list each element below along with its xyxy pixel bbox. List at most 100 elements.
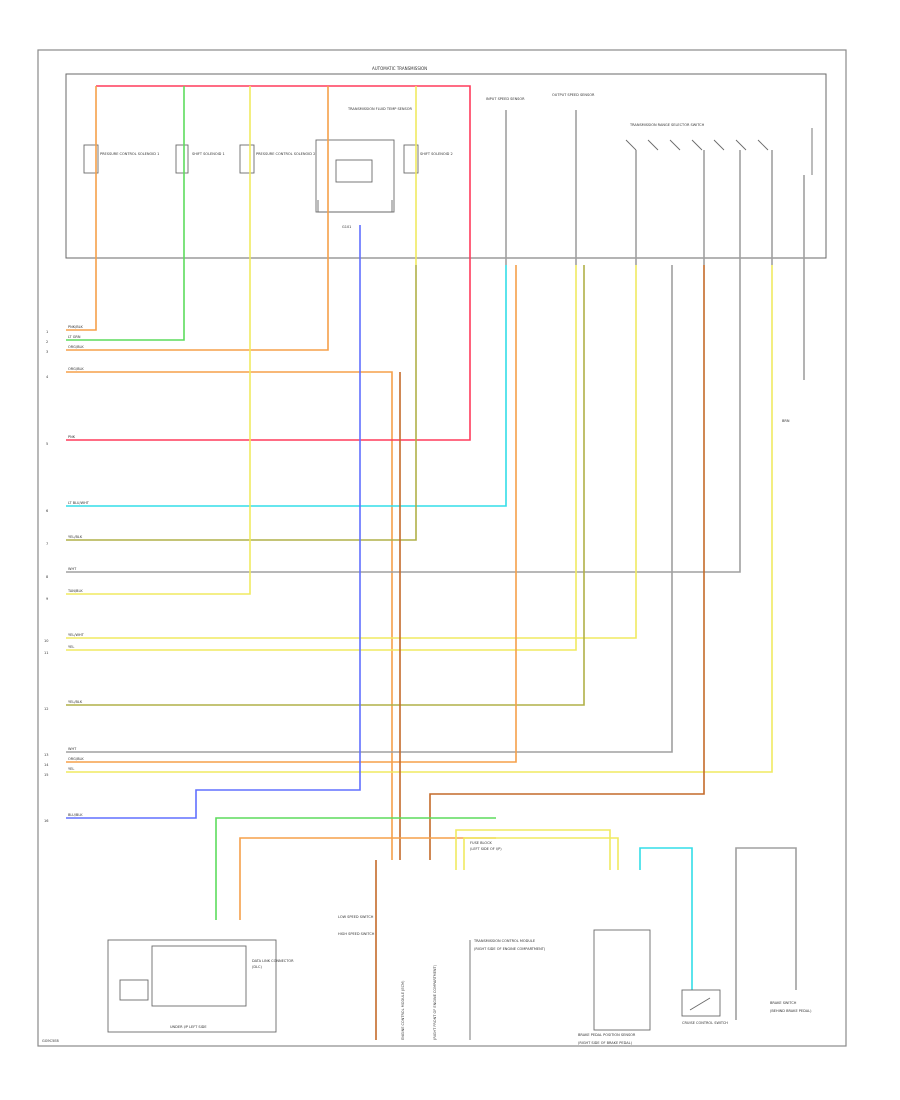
pin-8: 8 [46,575,48,579]
wire-org-bus [239,837,496,920]
ls-label: LOW SPEED SWITCH [338,915,374,919]
pin-13: 13 [44,753,48,757]
left-wire-labels: PNK/BLK LT GRN ORG/BLK ORG/BLK PNK LT BL… [67,325,90,817]
tft-element [335,159,373,183]
harness-wires [66,265,805,1040]
bpp-loc: (RIGHT SIDE OF BRAKE PEDAL) [578,1041,633,1045]
wire-ltblu-bus [639,847,693,990]
ss1-label: SHIFT SOLENOID 1 [192,152,225,156]
wire-brn-main [429,265,705,860]
pin-15: 15 [44,773,48,777]
page-border [37,49,847,1047]
pin-12: 12 [44,707,48,711]
lbl-orgblk2: ORG/BLK [68,367,84,371]
brake-title: BRAKE SWITCH [770,1001,797,1005]
lbl-tanblk: TAN/BLK [67,589,83,593]
wire-yel-out [66,265,577,651]
lbl-yelwht: YEL/WHT [68,633,85,637]
lbl-ltbluwht: LT BLU/WHT [68,501,90,505]
bottom-components: DATA LINK CONNECTOR (DLC) UNDER I/P LEFT… [107,419,812,1045]
range-label: TRANSMISSION RANGE SELECTOR SWITCH [629,123,705,127]
wire-org2-out [66,371,393,860]
ecm-title: ENGINE CONTROL MODULE (ECM) [401,980,405,1040]
cruise-label: CRUISE CONTROL SWITCH [682,1021,728,1025]
wire-yel-bus [455,829,611,870]
lbl-yel: YEL [68,645,74,649]
wire-wht2-out [66,265,673,753]
diagram-id: GG9C5E8 [42,1039,59,1043]
lbl-ltgrn: LT GRN [68,335,81,339]
lbl-pnkblk: PNK/BLK [68,325,84,329]
pin-11: 11 [44,651,48,655]
wire-ltgrn-out [66,265,185,341]
pin-9: 9 [46,597,48,601]
pin-7: 7 [46,542,48,546]
dlc-inner [151,945,247,1007]
dlc-title: DATA LINK CONNECTOR [252,959,294,963]
left-pin-numbers: 1 2 3 4 5 6 7 8 9 10 11 12 13 14 15 16 [44,330,49,823]
wire-yel-bus-2 [463,837,619,870]
ss1-box [175,144,189,174]
wire-pcs1-out [66,265,97,331]
ecm-group: ENGINE CONTROL MODULE (ECM) (RIGHT FRONT… [338,915,437,1040]
pcs1-label: PRESSURE CONTROL SOLENOID 1 [100,152,159,156]
bpp-title: BRAKE PEDAL POSITION SENSOR [578,1033,636,1037]
wire-yelblk-out [66,265,417,541]
right-note: BRN [782,419,790,423]
wire-tan-out [66,265,251,595]
oss-label: OUTPUT SPEED SENSOR [552,93,595,97]
tft-label: TRANSMISSION FLUID TEMP SENSOR [347,107,412,111]
lbl-wht: WHT [68,567,77,571]
wire-org-out [66,265,329,351]
wire-org3-out [66,265,517,763]
brake-loc: (BEHIND BRAKE PEDAL) [770,1009,812,1013]
wire-yelblk2-out [66,265,585,706]
pcs2-label: PRESSURE CONTROL SOLENOID 2 [256,152,315,156]
cruise-box [681,989,721,1017]
wire-yelwht-out [66,265,637,639]
pcs2-box [239,144,255,174]
fuse-title: FUSE BLOCK [470,841,493,845]
iss-label: INPUT SPEED SENSOR [486,97,525,101]
pin-16: 16 [44,819,48,823]
tcm-group: TRANSMISSION CONTROL MODULE (RIGHT SIDE … [469,939,546,1040]
fuse-loc: (LEFT SIDE OF I/P) [470,847,502,851]
pin-4: 4 [46,375,49,379]
ss2-label: SHIFT SOLENOID 2 [420,152,453,156]
lbl-yel2: YEL [68,767,74,771]
lbl-wht2: WHT [68,747,77,751]
pin-6: 6 [46,509,48,513]
wire-wht-bus [735,847,797,1020]
lbl-orgblk: ORG/BLK [68,345,84,349]
dlc-loc: UNDER I/P LEFT SIDE [170,1025,207,1029]
lbl-pnk: PNK [68,435,76,439]
wire-yel2-out [66,265,773,773]
ecm-loc: (RIGHT FRONT OF ENGINE COMPARTMENT) [433,964,437,1040]
dlc-sub: (DLC) [252,965,262,969]
wire-grn-bus [215,817,496,920]
wire-blu-out [66,265,361,819]
range-switch-contacts [625,128,813,175]
pin-10: 10 [44,639,48,643]
lbl-blublk: BLU/BLK [68,813,83,817]
module-box [65,73,827,259]
gnd-label: G101 [342,225,351,229]
wire-pnk-out [66,265,471,441]
pin-14: 14 [44,763,49,767]
wire-wht-out [66,265,741,573]
pin-3: 3 [46,350,48,354]
pin-2: 2 [46,340,48,344]
module-title: AUTOMATIC TRANSMISSION [372,66,427,71]
tcm-loc: (RIGHT SIDE OF ENGINE COMPARTMENT) [474,947,546,951]
lbl-yelblk2: YEL/BLK [68,700,83,704]
cruise-contact [689,997,711,1011]
pin-5: 5 [46,442,48,446]
transmission-module: AUTOMATIC TRANSMISSION PRESSURE CONTROL … [65,66,827,259]
bpp-box [593,929,651,1031]
pin-1: 1 [46,330,48,334]
wire-ltblu-out [66,265,507,507]
ss2-box [403,144,419,174]
dlc-box [107,939,277,1033]
module-internal-wires [95,85,805,265]
tft-connector [317,200,393,213]
